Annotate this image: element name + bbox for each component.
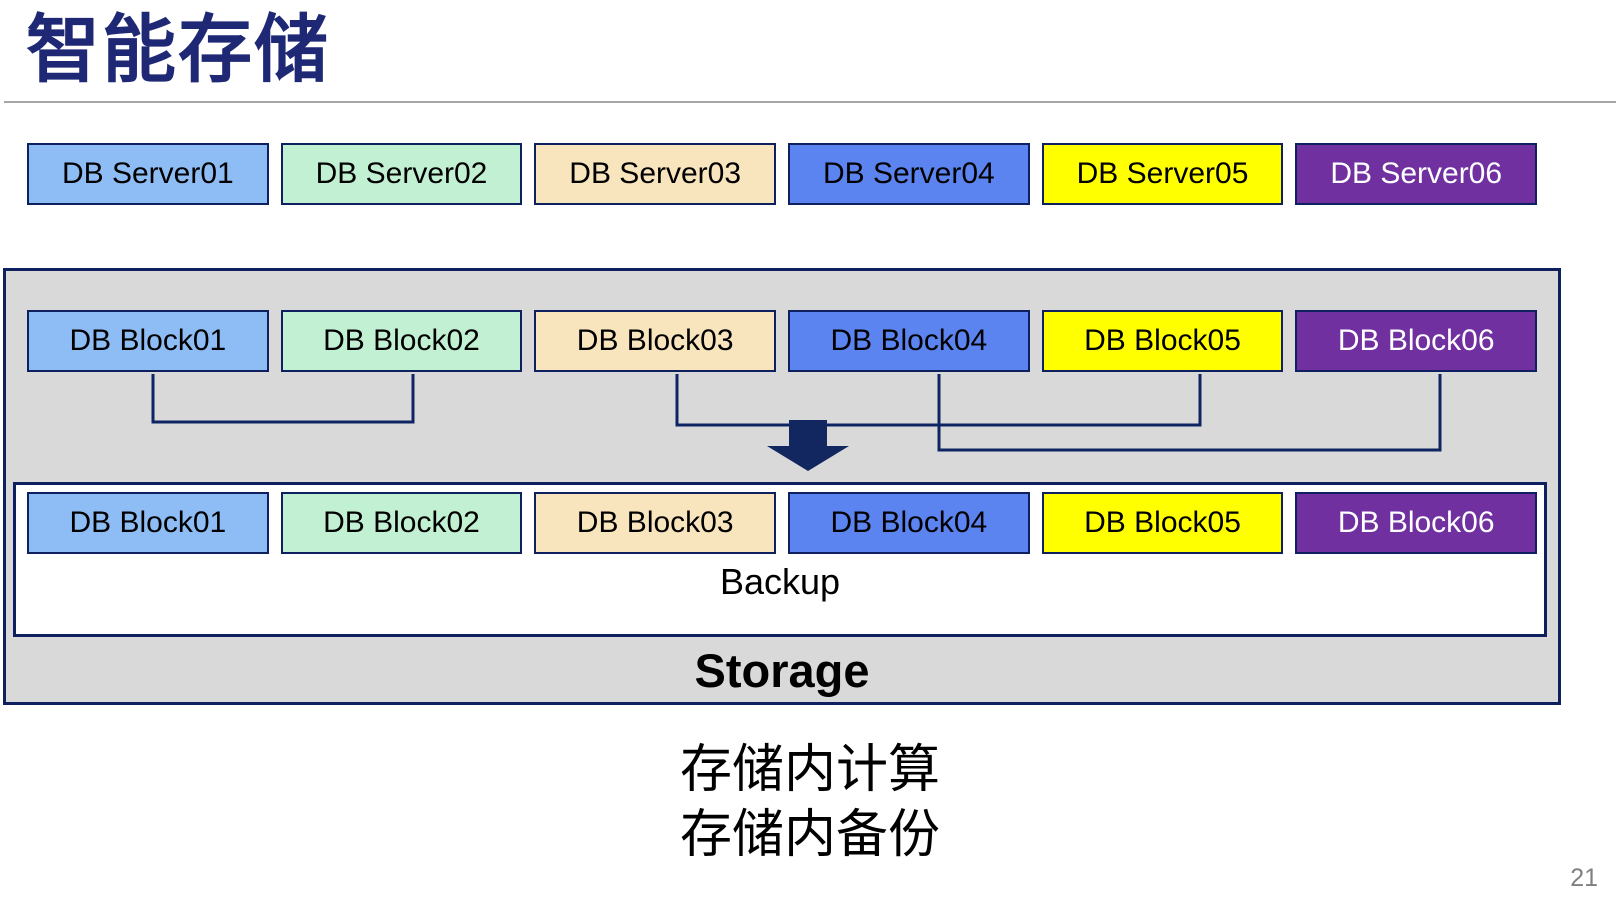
db-server-box-4: DB Server04 <box>788 143 1030 205</box>
storage-panel: DB Block01 DB Block02 DB Block03 DB Bloc… <box>3 268 1561 705</box>
db-server-row: DB Server01 DB Server02 DB Server03 DB S… <box>27 143 1538 205</box>
db-block-top-3: DB Block03 <box>534 310 777 372</box>
db-block-bottom-2: DB Block02 <box>280 492 523 554</box>
storage-label: Storage <box>694 644 870 697</box>
db-block-top-6: DB Block06 <box>1295 310 1538 372</box>
backup-panel: DB Block01 DB Block02 DB Block03 DB Bloc… <box>13 482 1547 637</box>
db-block-top-5: DB Block05 <box>1041 310 1284 372</box>
db-block-bottom-4: DB Block04 <box>788 492 1030 554</box>
db-block-bottom-5: DB Block05 <box>1041 492 1284 554</box>
db-block-bottom-6: DB Block06 <box>1295 492 1538 554</box>
db-block-bottom-1: DB Block01 <box>27 492 269 554</box>
db-server-box-5: DB Server05 <box>1041 143 1284 205</box>
slide-title: 智能存储 <box>26 8 330 91</box>
connector-block03-block05 <box>675 374 1202 427</box>
page-number: 21 <box>1570 864 1598 892</box>
db-server-box-1: DB Server01 <box>27 143 269 205</box>
caption-line-1: 存储内计算 <box>679 741 940 799</box>
db-block-top-2: DB Block02 <box>280 310 523 372</box>
caption: 存储内计算 存储内备份 <box>0 738 1620 868</box>
db-block-row-bottom: DB Block01 DB Block02 DB Block03 DB Bloc… <box>27 492 1538 554</box>
connector-block01-block02 <box>151 374 415 424</box>
title-divider <box>4 101 1616 103</box>
backup-label: Backup <box>719 561 841 602</box>
connector-block04-block06 <box>937 374 1442 452</box>
db-block-row-top: DB Block01 DB Block02 DB Block03 DB Bloc… <box>27 310 1538 372</box>
caption-text: 存储内计算 存储内备份 <box>680 738 940 868</box>
down-arrow-icon <box>767 420 849 471</box>
db-server-box-2: DB Server02 <box>280 143 523 205</box>
db-block-bottom-3: DB Block03 <box>534 492 777 554</box>
db-block-top-1: DB Block01 <box>27 310 269 372</box>
db-server-box-3: DB Server03 <box>534 143 777 205</box>
caption-line-2: 存储内备份 <box>679 806 940 864</box>
db-server-box-6: DB Server06 <box>1295 143 1538 205</box>
db-block-top-4: DB Block04 <box>788 310 1030 372</box>
